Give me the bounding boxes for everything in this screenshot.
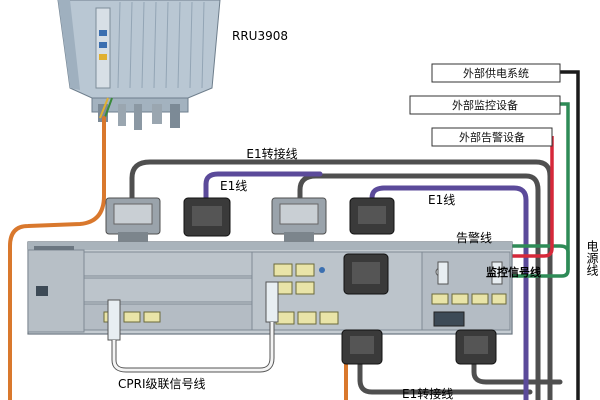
power-cable bbox=[560, 70, 580, 400]
e1-adapter-cable-top bbox=[129, 159, 553, 400]
fiber-cable-rru-to-left bbox=[8, 116, 106, 400]
external-device-power-label: 外部供电系统 bbox=[463, 66, 529, 80]
cpri-connector-right bbox=[265, 281, 279, 323]
e1-adapter-connector-2 bbox=[271, 197, 327, 242]
external-device-alarm-label: 外部告警设备 bbox=[459, 130, 525, 144]
alarm-monitor-plugs bbox=[437, 261, 503, 285]
rru-unit: RRU3908 bbox=[57, 0, 288, 130]
e1-connector-2 bbox=[349, 197, 395, 235]
alarm-cable bbox=[444, 136, 554, 258]
e1-cable-left bbox=[203, 171, 323, 203]
label-power-line: 电源线 bbox=[585, 240, 599, 276]
label-e1-left: E1线 bbox=[220, 179, 247, 193]
e1-adapter-cable-bottom bbox=[357, 327, 533, 395]
rru-bottom-connectors bbox=[91, 97, 189, 130]
label-e1-adapter-top: E1转接线 bbox=[246, 146, 297, 161]
external-device-alarm: 外部告警设备 bbox=[431, 127, 553, 147]
e1-adapter-cable-top-2 bbox=[297, 173, 541, 400]
rru-cooling-fins bbox=[117, 1, 205, 89]
label-cpri-line: CPRI级联信号线 bbox=[118, 377, 206, 391]
e1-cables bbox=[203, 171, 529, 400]
label-power-line-text: 电源线 bbox=[585, 240, 599, 276]
e1-adapter-connector-bottom-2 bbox=[455, 329, 497, 365]
e1-connector-1 bbox=[183, 197, 231, 237]
monitor-cable bbox=[498, 102, 570, 278]
label-monitor-line: 监控信号线 bbox=[486, 265, 541, 279]
e1-adapter-cables bbox=[129, 159, 563, 400]
cpri-cable bbox=[112, 322, 274, 372]
label-e1-adapter-bottom: E1转接线 bbox=[402, 386, 453, 400]
monitor-cable-branch bbox=[448, 244, 570, 270]
chassis-label-plate bbox=[36, 286, 48, 296]
bbu-front-connector bbox=[343, 253, 389, 295]
external-device-power: 外部供电系统 bbox=[431, 63, 561, 83]
rru-label: RRU3908 bbox=[232, 29, 288, 43]
bbu-chassis bbox=[27, 241, 513, 341]
e1-adapter-connector-1 bbox=[105, 197, 161, 242]
e1-adapter-connector-bottom bbox=[341, 329, 383, 365]
external-device-monitor: 外部监控设备 bbox=[409, 95, 561, 115]
cpri-connector-left bbox=[107, 299, 121, 341]
label-e1-right: E1线 bbox=[428, 193, 455, 207]
e1-cable-right bbox=[369, 185, 529, 400]
label-alarm-line: 告警线 bbox=[456, 230, 492, 245]
external-device-monitor-label: 外部监控设备 bbox=[452, 98, 518, 112]
e1-adapter-cable-bottom-2 bbox=[471, 357, 563, 385]
